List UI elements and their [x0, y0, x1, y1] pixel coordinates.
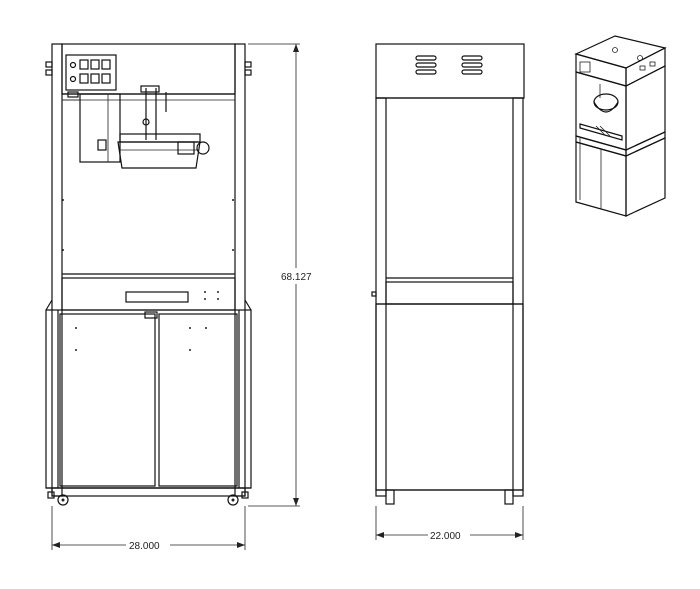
front-drawer-handle — [125, 291, 189, 303]
front-lower-cabinet — [45, 309, 252, 489]
side-left-foot — [385, 489, 395, 505]
side-depth-label: 22.000 — [430, 531, 461, 542]
front-left-caster — [57, 494, 69, 506]
isometric-view — [574, 35, 667, 217]
height-label: 68.127 — [281, 272, 312, 283]
front-drawer-band — [61, 277, 236, 311]
side-view — [371, 43, 525, 505]
side-right-foot — [504, 489, 514, 505]
front-width-dimension: 28.000 — [51, 506, 246, 552]
front-left-door — [59, 313, 156, 487]
vent-louvers — [415, 55, 483, 75]
control-panel — [65, 54, 117, 98]
kettle-assembly — [62, 85, 210, 169]
front-view — [45, 43, 252, 506]
front-width-label: 28.000 — [129, 541, 160, 552]
side-top-header — [375, 43, 525, 99]
side-depth-dimension: 22.000 — [375, 506, 524, 542]
front-right-caster — [227, 494, 239, 506]
height-dimension: 68.127 — [248, 43, 312, 507]
front-right-door — [158, 313, 238, 487]
